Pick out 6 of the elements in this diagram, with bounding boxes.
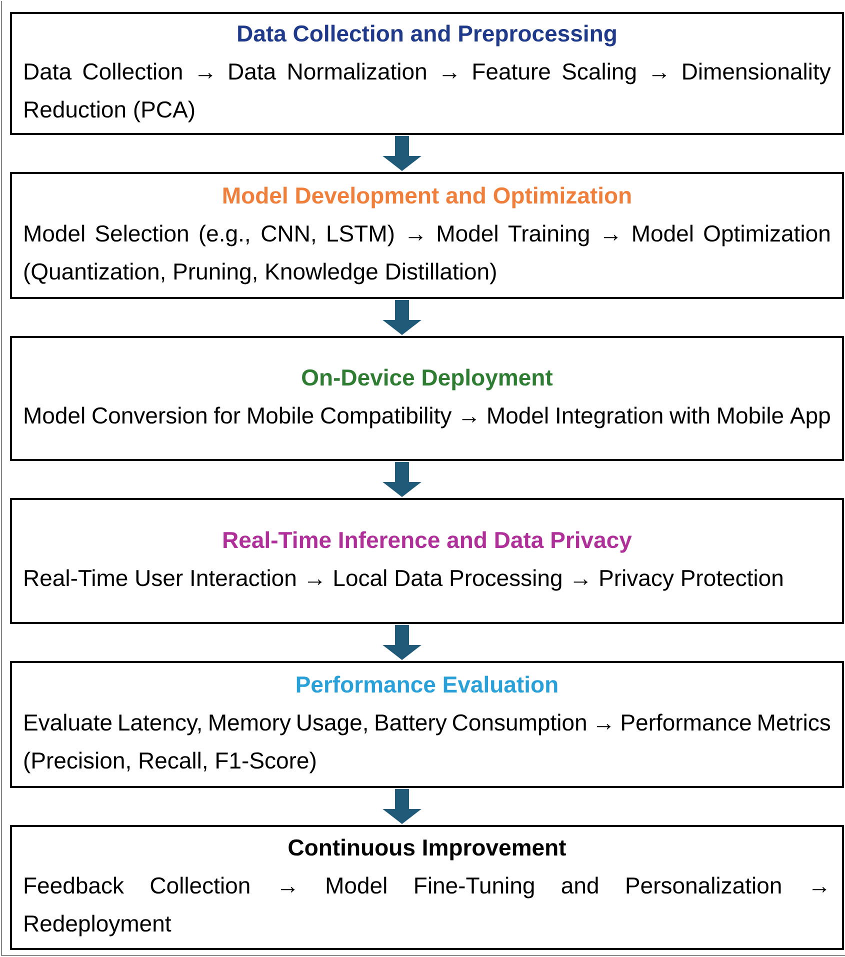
process-box: On-Device Deployment Model Conversion for Mobile Compatibility → Model Integration with Mobile App (10, 336, 844, 461)
process-box: Data Collection and Preprocessing Data Collection → Data Normalization → Feature Scaling → Dimensionality Reduction (PCA) (10, 12, 844, 135)
process-box: Model Development and Optimization Model Selection (e.g., CNN, LSTM) → Model Training → Model Optimization (Quantization, Pruning, Knowledge Distillation) (10, 172, 844, 299)
process-box: Performance Evaluation Evaluate Latency, Memory Usage, Battery Consumption → Performance Metrics (Precision, Recall, F1-Score) (10, 661, 844, 788)
process-box: Continuous Improvement Feedback Collection → Model Fine-Tuning and Personalization → Redeployment (10, 825, 844, 950)
process-box: Real-Time Inference and Data Privacy Real-Time User Interaction → Local Data Processing → Privacy Protection (10, 498, 844, 624)
